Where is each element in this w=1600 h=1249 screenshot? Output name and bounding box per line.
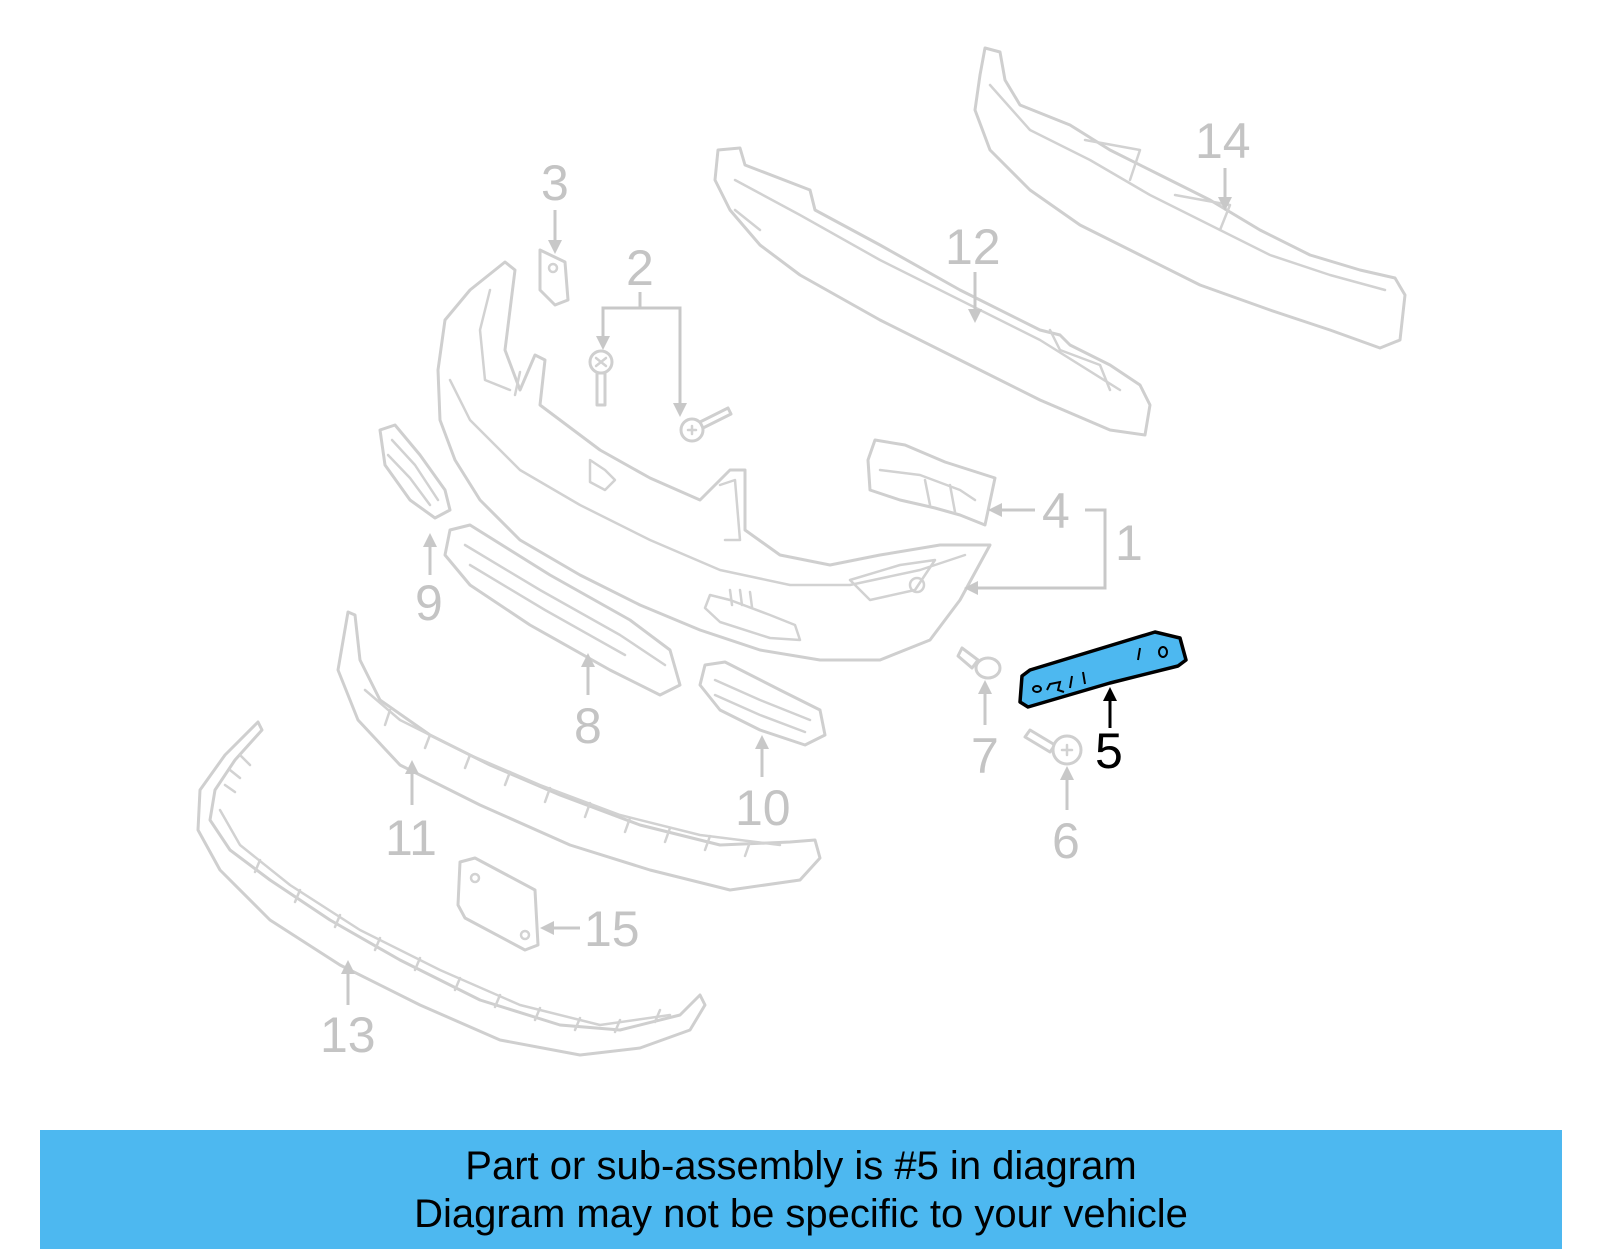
part-6-screw (1023, 728, 1083, 766)
callout-7: 7 (971, 728, 999, 784)
callout-3: 3 (541, 155, 569, 211)
part-1-bumper-cover (436, 260, 992, 662)
callout-14: 14 (1195, 113, 1251, 169)
part-5-highlighted-bracket (1018, 630, 1188, 709)
callout-1: 1 (1115, 515, 1143, 571)
callout-11: 11 (385, 810, 437, 866)
part-7-push-clip (956, 646, 1002, 680)
callout-15: 15 (584, 901, 640, 957)
callout-12: 12 (945, 219, 1001, 275)
part-13-lower-spoiler (196, 720, 707, 1057)
part-15-plate-bracket (456, 856, 540, 952)
callout-labels: 3 2 14 12 4 1 9 8 10 7 6 11 15 13 5 (320, 113, 1251, 1063)
callout-13: 13 (320, 1007, 376, 1063)
leader-lines (341, 168, 1232, 1005)
callout-9: 9 (415, 575, 443, 631)
part-11-valance (336, 610, 822, 892)
callout-8: 8 (574, 698, 602, 754)
part-10-right-grille (698, 660, 827, 747)
callout-10: 10 (735, 780, 791, 836)
info-banner: Part or sub-assembly is #5 in diagram Di… (40, 1130, 1562, 1249)
part-4-bracket-block (866, 438, 997, 527)
callout-4: 4 (1042, 483, 1070, 539)
part-12-reinforcement (713, 146, 1152, 437)
callout-6: 6 (1052, 813, 1080, 869)
part-8-lower-grille (443, 523, 682, 697)
part-3-bracket (538, 248, 570, 307)
callout-5: 5 (1095, 723, 1123, 779)
banner-line-disclaimer: Diagram may not be specific to your vehi… (414, 1191, 1188, 1236)
banner-line-part: Part or sub-assembly is #5 in diagram (465, 1143, 1137, 1188)
part-9-fog-grille (378, 423, 452, 520)
part-14-absorber (973, 46, 1407, 350)
part-2-screws (588, 349, 733, 443)
callout-2: 2 (626, 240, 654, 296)
parts-diagram: 3 2 14 12 4 1 9 8 10 7 6 11 15 13 5 (196, 46, 1407, 1063)
